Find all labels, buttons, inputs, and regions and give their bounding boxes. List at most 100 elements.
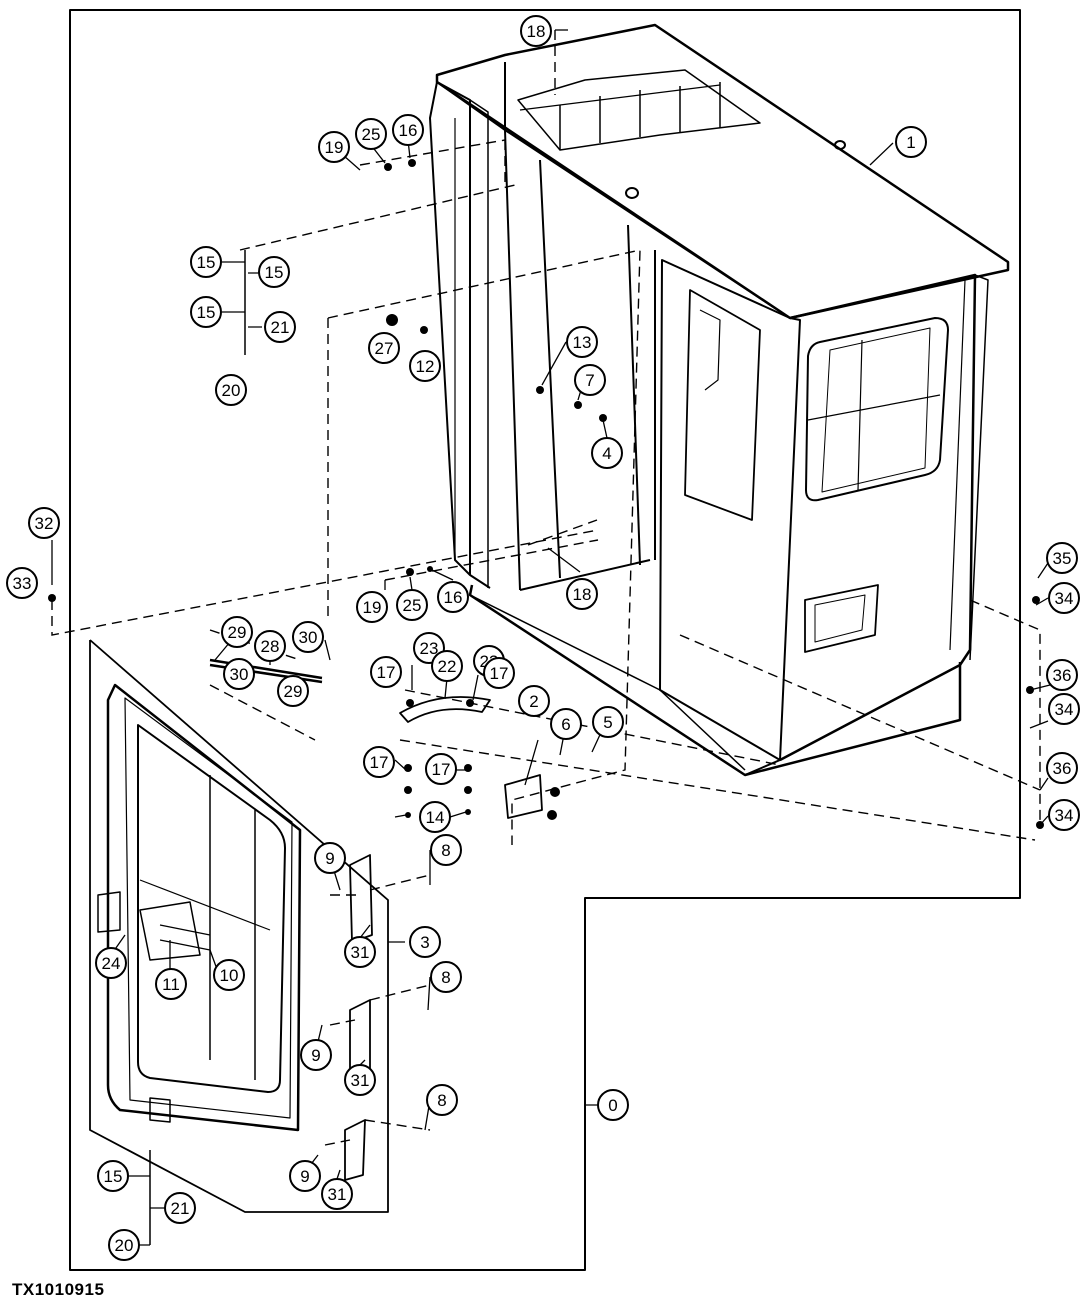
callout-25: 25 xyxy=(355,118,387,150)
callout-circle xyxy=(318,131,350,163)
callout-circle xyxy=(1048,693,1080,725)
callout-circle xyxy=(264,311,296,343)
callout-16: 16 xyxy=(437,581,469,613)
callout-circle xyxy=(213,959,245,991)
callout-16: 16 xyxy=(392,114,424,146)
callout-circle xyxy=(292,621,324,653)
callout-3: 3 xyxy=(409,926,441,958)
callout-label: 15 xyxy=(197,253,216,272)
callout-label: 6 xyxy=(561,715,570,734)
callout-circle xyxy=(396,589,428,621)
callout-31: 31 xyxy=(344,936,376,968)
callout-label: 36 xyxy=(1053,759,1072,778)
callout-circle xyxy=(355,118,387,150)
callout-28: 28 xyxy=(254,630,286,662)
callout-label: 27 xyxy=(375,339,394,358)
callout-label: 9 xyxy=(325,849,334,868)
callout-19: 19 xyxy=(318,131,350,163)
callout-label: 18 xyxy=(527,22,546,41)
callout-circle xyxy=(314,842,346,874)
cab-door xyxy=(89,639,389,1213)
callout-0: 0 xyxy=(597,1089,629,1121)
callout-36: 36 xyxy=(1046,659,1078,691)
callout-circle xyxy=(28,507,60,539)
callout-circle xyxy=(419,801,451,833)
callout-circle xyxy=(254,630,286,662)
callout-label: 16 xyxy=(444,588,463,607)
callout-circle xyxy=(1046,542,1078,574)
callout-11: 11 xyxy=(155,968,187,1000)
callout-label: 33 xyxy=(13,574,32,593)
callout-31: 31 xyxy=(321,1178,353,1210)
callout-label: 13 xyxy=(573,333,592,352)
callout-label: 7 xyxy=(585,371,594,390)
figure-id-label: TX1010915 xyxy=(12,1280,105,1299)
callout-18: 18 xyxy=(520,15,552,47)
callout-circle xyxy=(363,746,395,778)
callout-34: 34 xyxy=(1048,799,1080,831)
callout-8: 8 xyxy=(426,1084,458,1116)
callout-circle xyxy=(392,114,424,146)
callout-19: 19 xyxy=(356,591,388,623)
callout-24: 24 xyxy=(95,947,127,979)
callout-18: 18 xyxy=(566,578,598,610)
callout-1: 1 xyxy=(895,126,927,158)
callout-circle xyxy=(155,968,187,1000)
callout-35: 35 xyxy=(1046,542,1078,574)
callout-circle xyxy=(1048,582,1080,614)
callout-circle xyxy=(592,706,624,738)
callout-circle xyxy=(520,15,552,47)
callout-label: 9 xyxy=(300,1167,309,1186)
callout-label: 8 xyxy=(437,1091,446,1110)
callout-circle xyxy=(409,350,441,382)
callout-29: 29 xyxy=(277,675,309,707)
callout-label: 3 xyxy=(420,933,429,952)
callout-circle xyxy=(277,675,309,707)
callout-label: 34 xyxy=(1055,806,1074,825)
callout-8: 8 xyxy=(430,834,462,866)
callout-14: 14 xyxy=(419,801,451,833)
callout-circle xyxy=(1046,659,1078,691)
callout-label: 25 xyxy=(403,596,422,615)
callout-label: 29 xyxy=(284,682,303,701)
callout-label: 34 xyxy=(1055,700,1074,719)
callout-label: 19 xyxy=(325,138,344,157)
callout-4: 4 xyxy=(591,437,623,469)
callout-label: 20 xyxy=(222,381,241,400)
callout-29: 29 xyxy=(221,616,253,648)
callout-9: 9 xyxy=(300,1039,332,1071)
callout-circle xyxy=(426,1084,458,1116)
door-box-outline xyxy=(89,639,389,1213)
callout-label: 0 xyxy=(608,1096,617,1115)
callout-circle xyxy=(221,616,253,648)
callout-circle xyxy=(190,296,222,328)
callout-circle xyxy=(597,1089,629,1121)
callout-17: 17 xyxy=(483,657,515,689)
callout-label: 11 xyxy=(162,975,180,994)
callout-label: 16 xyxy=(399,121,418,140)
callout-circle xyxy=(223,658,255,690)
callout-36: 36 xyxy=(1046,752,1078,784)
callout-label: 17 xyxy=(377,663,396,682)
callout-circle xyxy=(344,936,376,968)
callout-label: 15 xyxy=(197,303,216,322)
callout-label: 24 xyxy=(102,954,121,973)
callout-label: 14 xyxy=(426,808,445,827)
callout-circle xyxy=(344,1064,376,1096)
callout-circle xyxy=(431,650,463,682)
callout-circle xyxy=(368,332,400,364)
callout-label: 12 xyxy=(416,357,435,376)
callout-30: 30 xyxy=(292,621,324,653)
callout-label: 17 xyxy=(370,753,389,772)
callout-34: 34 xyxy=(1048,693,1080,725)
callout-17: 17 xyxy=(363,746,395,778)
callout-label: 4 xyxy=(602,444,611,463)
callout-circle xyxy=(289,1160,321,1192)
callout-circle xyxy=(574,364,606,396)
callout-circle xyxy=(566,326,598,358)
callout-label: 21 xyxy=(271,318,290,337)
assembly-boundary-outline xyxy=(69,9,1021,1271)
callout-6: 6 xyxy=(550,708,582,740)
callout-10: 10 xyxy=(213,959,245,991)
callout-17: 17 xyxy=(370,656,402,688)
